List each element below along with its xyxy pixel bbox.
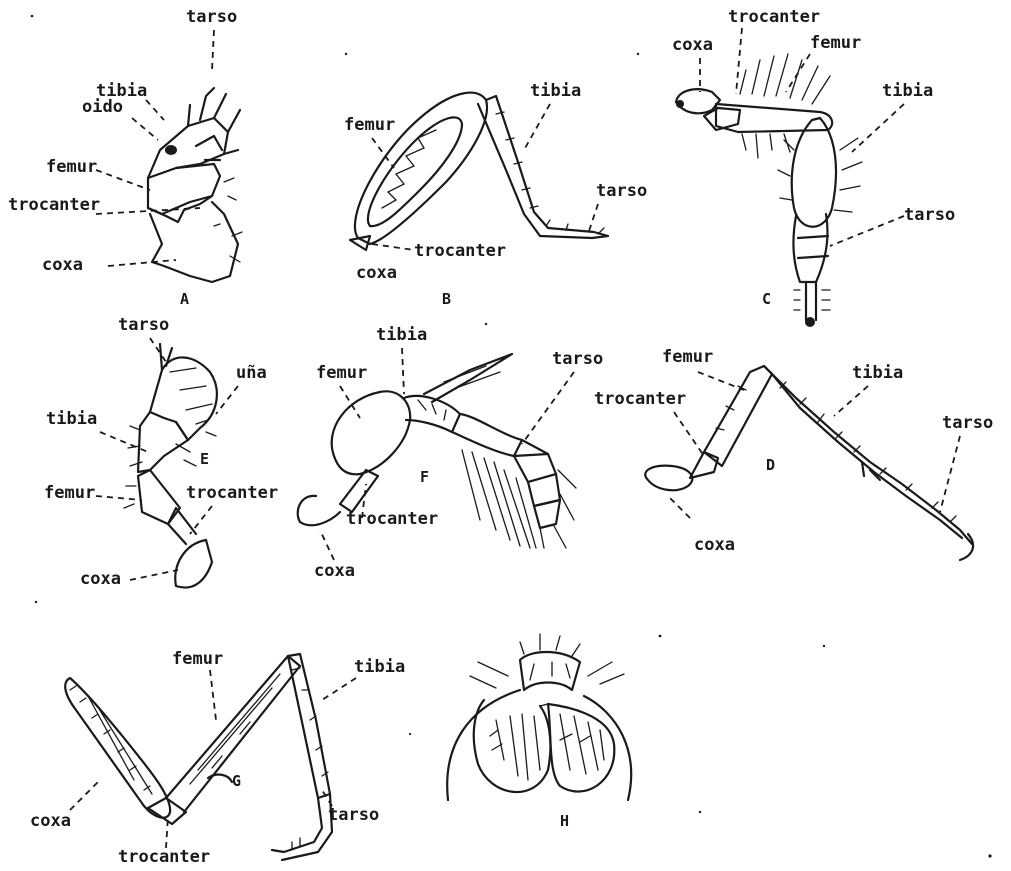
leg-f-tarso-label: tarso: [552, 349, 603, 369]
leg-a-femur-label: femur: [46, 157, 97, 177]
leg-g: femur tibia coxa tarso trocanter G: [30, 649, 405, 867]
leg-d-drawing: [645, 366, 973, 560]
leg-b-coxa-label: coxa: [356, 263, 397, 283]
leg-e-una-label: uña: [236, 363, 267, 383]
leg-f-coxa-label: coxa: [314, 561, 355, 581]
leg-f-panel-letter: F: [420, 468, 429, 486]
leg-g-panel-letter: G: [232, 772, 241, 790]
leg-c-trocanter-label: trocanter: [728, 7, 820, 27]
leg-b-trocanter-label: trocanter: [414, 241, 506, 261]
leg-b-femur-label: femur: [344, 115, 395, 135]
leg-g-tarso-label: tarso: [328, 805, 379, 825]
leg-e: tarso uña tibia femur trocanter coxa E: [44, 315, 278, 589]
leg-c-drawing: [676, 54, 862, 327]
leg-c-tibia-label: tibia: [882, 81, 933, 101]
leg-g-drawing: [65, 654, 332, 860]
leg-d-coxa-label: coxa: [694, 535, 735, 555]
leg-d-tibia-label: tibia: [852, 363, 903, 383]
leg-g-tibia-label: tibia: [354, 657, 405, 677]
leg-d-panel-letter: D: [766, 456, 775, 474]
leg-d-trocanter-label: trocanter: [594, 389, 686, 409]
leg-a-panel-letter: A: [180, 290, 189, 308]
leg-g-coxa-label: coxa: [30, 811, 71, 831]
leg-h-drawing: [447, 634, 631, 800]
leg-e-coxa-label: coxa: [80, 569, 121, 589]
leg-d: femur trocanter tibia tarso coxa D: [594, 347, 993, 560]
leg-a-trocanter-label: trocanter: [8, 195, 100, 215]
leg-c-femur-label: femur: [810, 33, 861, 53]
leg-h: H: [447, 634, 631, 830]
leg-a-oido-label: oido: [82, 97, 123, 117]
leg-f: tibia femur tarso trocanter coxa F: [298, 325, 603, 581]
leg-a: tarso tibia oido femur trocanter coxa A: [8, 7, 242, 308]
leg-g-trocanter-label: trocanter: [118, 847, 210, 867]
leg-e-trocanter-label: trocanter: [186, 483, 278, 503]
leg-b-tibia-label: tibia: [530, 81, 581, 101]
leg-d-tarso-label: tarso: [942, 413, 993, 433]
leg-c-coxa-label: coxa: [672, 35, 713, 55]
leg-h-panel-letter: H: [560, 812, 569, 830]
leg-f-tibia-label: tibia: [376, 325, 427, 345]
leg-e-tibia-label: tibia: [46, 409, 97, 429]
leg-e-femur-label: femur: [44, 483, 95, 503]
leg-g-femur-label: femur: [172, 649, 223, 669]
leg-d-femur-label: femur: [662, 347, 713, 367]
leg-b-panel-letter: B: [442, 290, 451, 308]
leg-e-panel-letter: E: [200, 450, 209, 468]
leg-f-femur-label: femur: [316, 363, 367, 383]
leg-c-panel-letter: C: [762, 290, 771, 308]
leg-c: trocanter coxa femur tibia tarso C: [672, 7, 955, 327]
leg-b-tarso-label: tarso: [596, 181, 647, 201]
leg-a-coxa-label: coxa: [42, 255, 83, 275]
leg-e-tarso-label: tarso: [118, 315, 169, 335]
leg-a-tarso-label: tarso: [186, 7, 237, 27]
leg-b: femur tibia tarso trocanter coxa B: [344, 81, 647, 308]
leg-c-tarso-label: tarso: [904, 205, 955, 225]
leg-f-trocanter-label: trocanter: [346, 509, 438, 529]
